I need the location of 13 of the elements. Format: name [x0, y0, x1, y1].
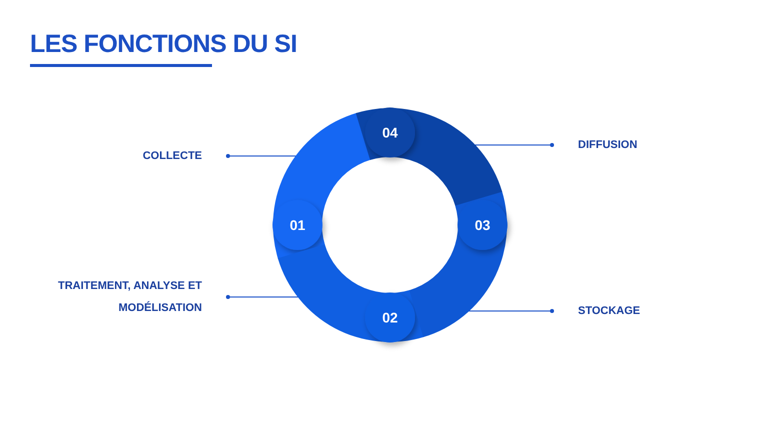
leader-line	[474, 143, 554, 147]
leader-line	[468, 309, 554, 313]
step-label: COLLECTE	[100, 145, 202, 167]
step-label: TRAITEMENT, ANALYSE ET MODÉLISATION	[40, 275, 202, 319]
ring-segment: 01	[272, 112, 371, 260]
step-label: STOCKAGE	[578, 300, 698, 322]
ring-segment: 04	[356, 108, 502, 206]
ring-segment: 03	[409, 190, 508, 338]
leader-line	[226, 154, 297, 158]
ring-segment: 02	[278, 244, 424, 342]
title: LES FONCTIONS DU SI	[30, 30, 297, 59]
step-label: DIFFUSION	[578, 134, 698, 156]
leader-line	[226, 295, 300, 299]
